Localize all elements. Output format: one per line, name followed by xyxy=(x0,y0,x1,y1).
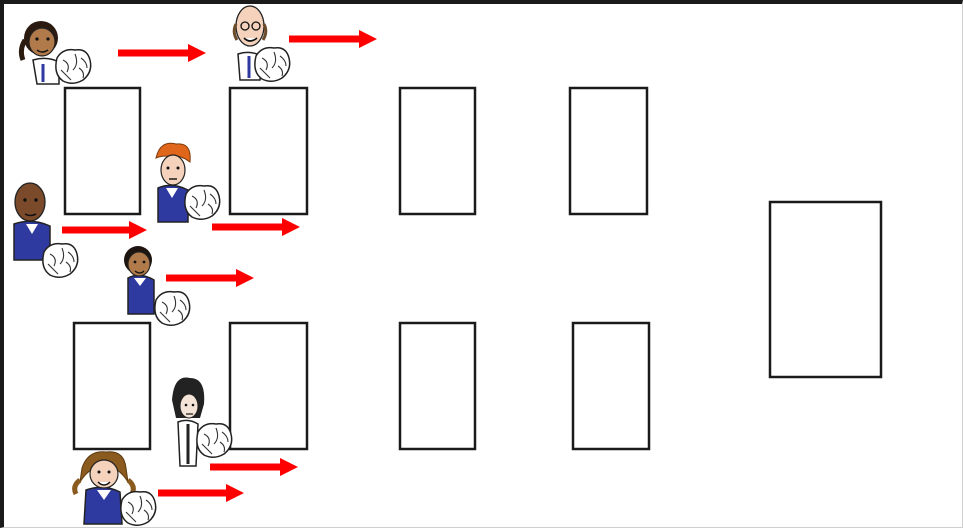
desk xyxy=(400,323,475,449)
desk xyxy=(400,88,475,214)
student-figure-icon xyxy=(172,377,232,466)
desk xyxy=(230,88,307,214)
teacher-desk xyxy=(770,202,881,377)
student-figure-icon xyxy=(234,6,289,81)
student-figure-icon xyxy=(21,21,90,84)
desk xyxy=(570,88,647,214)
student-figure-icon xyxy=(124,246,190,325)
desk xyxy=(65,88,140,214)
desk xyxy=(573,323,649,449)
desk xyxy=(230,323,307,449)
desk xyxy=(74,323,150,449)
student-figure-icon xyxy=(75,452,156,525)
student-figure-icon xyxy=(156,143,220,222)
